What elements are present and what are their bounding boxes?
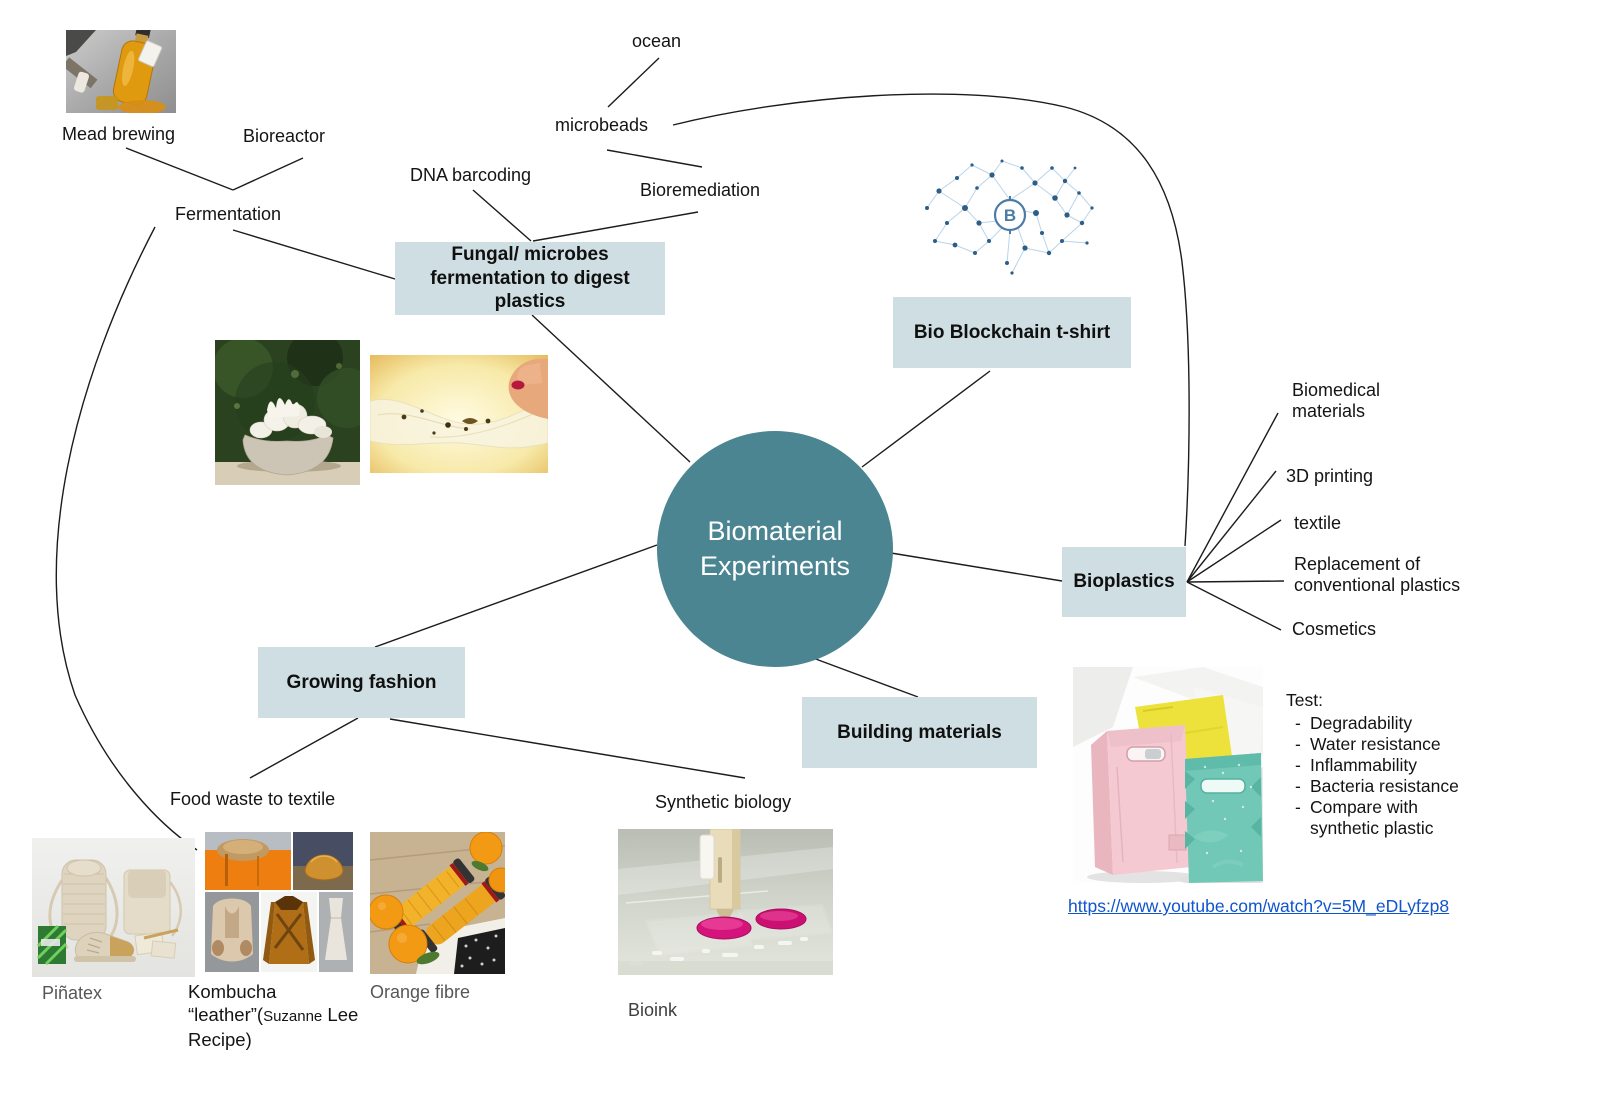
edge-center-bioplastics: [890, 552, 1063, 582]
synthetic-biology-label: Synthetic biology: [655, 792, 792, 812]
test-item: -Compare with synthetic plastic: [1286, 797, 1482, 839]
test-item: -Water resistance: [1286, 734, 1482, 755]
orange-fibre-image: [370, 832, 505, 974]
fermentation-label: Fermentation: [175, 204, 282, 224]
center-title-line2: Experiments: [699, 551, 851, 581]
center-node-biomaterial-experiments: Biomaterial Experiments: [657, 431, 893, 667]
bioink-label: Bioink: [628, 1000, 678, 1020]
node-building-materials: Building materials: [802, 697, 1037, 768]
edge-bioplastics-replacement: [1186, 580, 1285, 583]
edge-bioplastics-textile: [1186, 519, 1282, 583]
3d-printing-label: 3D printing: [1286, 466, 1374, 486]
bioink-printer-image: [618, 829, 833, 975]
kombucha-leather-label: Kombucha “leather”(Suzanne Lee Recipe): [188, 980, 374, 1051]
edge-fermentation-pinatex-curve: [55, 226, 198, 851]
edge-bioplastics-cosmetics: [1186, 581, 1282, 631]
bioplastic-bags-image: [1073, 667, 1263, 883]
textile-label: textile: [1294, 513, 1342, 533]
youtube-video-link[interactable]: https://www.youtube.com/watch?v=5M_eDLyf…: [1068, 896, 1450, 916]
membrane-image: [370, 355, 548, 473]
test-item-label: Inflammability: [1310, 755, 1417, 775]
edge-bioremediation-fungal: [532, 211, 699, 242]
pinatex-label: Piñatex: [42, 983, 103, 1003]
dna-barcoding-label: DNA barcoding: [410, 165, 532, 185]
test-item-label: Compare with synthetic plastic: [1310, 797, 1434, 838]
edge-microbeads-bioplastics-curve: [672, 93, 1190, 547]
kombucha-label-rest: Lee Recipe): [188, 1004, 359, 1050]
cosmetics-label: Cosmetics: [1292, 619, 1377, 639]
edge-microbeads-bioremediation: [606, 149, 703, 168]
edge-growing-synbio: [389, 718, 746, 779]
microbeads-label: microbeads: [555, 115, 649, 135]
edge-center-blockchain: [861, 370, 991, 468]
edge-bioplastics-3dprinting: [1186, 470, 1277, 583]
edge-bioplastics-biomedical: [1186, 412, 1279, 583]
edge-center-growing: [374, 544, 658, 648]
replacement-plastics-label: Replacement of conventional plastics: [1294, 554, 1461, 595]
center-title-line1: Biomaterial: [707, 515, 843, 546]
mead-brewing-label: Mead brewing: [62, 124, 176, 144]
edge-mead-fermentation: [125, 147, 234, 191]
edge-bioreactor-fermentation: [232, 157, 304, 191]
test-item-label: Water resistance: [1310, 734, 1441, 754]
svg-text:B: B: [1004, 206, 1016, 225]
edge-fungal-center: [531, 314, 691, 463]
ocean-label: ocean: [632, 31, 682, 51]
node-bio-blockchain-tshirt: Bio Blockchain t-shirt: [893, 297, 1131, 368]
pinatex-image: [32, 838, 195, 977]
test-list-title: Test:: [1286, 690, 1323, 710]
bioplastics-test-list: Test: -Degradability -Water resistance -…: [1286, 690, 1482, 839]
edge-ocean-microbeads: [607, 57, 660, 108]
food-waste-to-textile-label: Food waste to textile: [170, 789, 336, 809]
test-item: -Bacteria resistance: [1286, 776, 1482, 797]
kombucha-label-suzanne: Suzanne: [263, 1008, 323, 1025]
edge-center-building: [812, 657, 919, 698]
test-item-label: Degradability: [1310, 713, 1413, 733]
test-item: -Inflammability: [1286, 755, 1482, 776]
kombucha-leather-image: [205, 832, 353, 972]
node-fungal-fermentation: Fungal/ microbes fermentation to digest …: [395, 242, 665, 315]
node-growing-fashion: Growing fashion: [258, 647, 465, 718]
node-bioplastics: Bioplastics: [1062, 547, 1186, 617]
kombucha-label-main: Kombucha “leather”(: [188, 981, 277, 1025]
blockchain-network-image: B: [917, 153, 1103, 280]
biomedical-materials-label: Biomedical materials: [1292, 380, 1381, 421]
mead-brewing-image: [66, 30, 176, 113]
test-item-label: Bacteria resistance: [1310, 776, 1459, 796]
orange-fibre-label: Orange fibre: [370, 982, 471, 1002]
bioreactor-label: Bioreactor: [243, 126, 326, 146]
test-item: -Degradability: [1286, 713, 1482, 734]
edge-dna-fungal: [472, 189, 532, 242]
edge-growing-foodwaste: [249, 717, 359, 779]
fungal-bowl-image: [215, 340, 360, 485]
edge-fermentation-fungal: [232, 229, 396, 280]
bioremediation-label: Bioremediation: [640, 180, 761, 200]
